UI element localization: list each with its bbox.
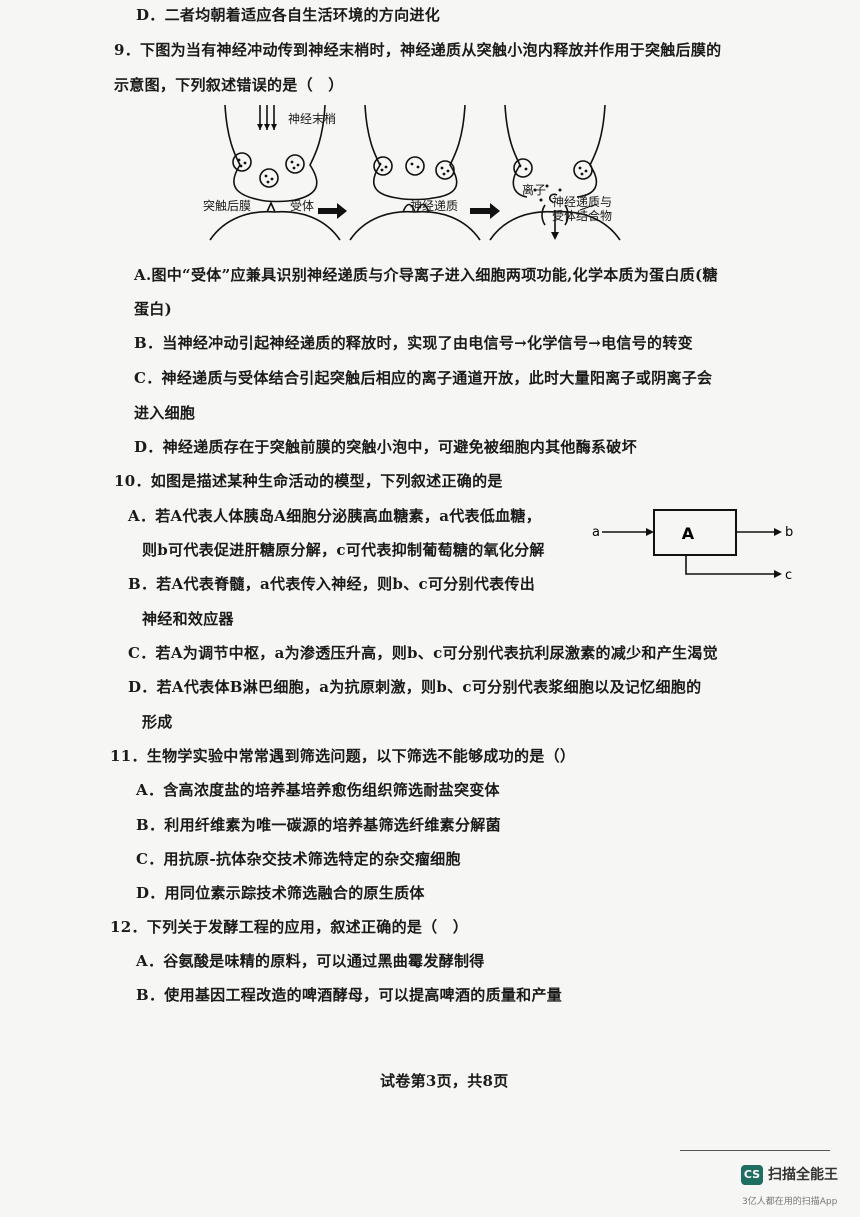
text-line: B．利用纤维素为唯一碳源的培养基筛选纤维素分解菌 (136, 816, 501, 834)
text-line: C．若A为调节中枢，a为渗透压升高，则b、c可分别代表抗利尿激素的减少和产生渴觉 (128, 644, 718, 662)
text-line: B．若A代表脊髓，a代表传入神经，则b、c可分别代表传出 (128, 575, 536, 593)
text-line: B．使用基因工程改造的啤酒酵母，可以提高啤酒的质量和产量 (136, 986, 563, 1004)
label-neurotransmitter: 神经递质 (410, 199, 459, 213)
text-line: C．用抗原-抗体杂交技术筛选特定的杂交瘤细胞 (136, 850, 461, 868)
text-line: C．神经递质与受体结合引起突触后相应的离子通道开放，此时大量阳离子或阴离子会 (134, 369, 713, 387)
label-postsynaptic: 突触后膜 (203, 199, 252, 213)
label-complex-2: 受体结合物 (552, 209, 613, 223)
model-diagram: A a b c (592, 509, 793, 583)
text-line: A.图中“受体”应兼具识别神经递质与介导离子进入细胞两项功能,化学本质为蛋白质(… (134, 266, 718, 284)
text-line: D．二者均朝着适应各自生活环境的方向进化 (136, 6, 441, 24)
label-receptor: 受体 (290, 199, 315, 213)
text-line: 蛋白) (134, 300, 172, 318)
text-line: A．谷氨酸是味精的原料，可以通过黑曲霉发酵制得 (136, 952, 485, 970)
block-label: A (682, 524, 695, 543)
page-footer: 试卷第3页，共8页 (380, 1072, 509, 1090)
text-line: 9．下图为当有神经冲动传到神经末梢时，神经递质从突触小泡内释放并作用于突触后膜的 (114, 41, 722, 59)
text-line: B．当神经冲动引起神经递质的释放时，实现了由电信号→化学信号→电信号的转变 (134, 334, 693, 352)
camscanner-logo-icon: CS (741, 1165, 763, 1185)
text-line: D．用同位素示踪技术筛选融合的原生质体 (136, 884, 425, 902)
text-line: A．若A代表人体胰岛A细胞分泌胰高血糖素，a代表低血糖， (128, 507, 542, 525)
text-line: D．若A代表体B淋巴细胞，a为抗原刺激，则b、c可分别代表浆细胞以及记忆细胞的 (128, 678, 702, 696)
footer-rule (680, 1150, 830, 1151)
output-b-label: b (785, 525, 793, 540)
text-line: 示意图，下列叙述错误的是（ ） (114, 76, 344, 94)
watermark-name: 扫描全能王 (768, 1167, 838, 1183)
text-line: 进入细胞 (134, 404, 196, 422)
label-ion: 离子 (522, 183, 547, 197)
watermark-tagline: 3亿人都在用的扫描App (742, 1197, 838, 1207)
label-nerve-ending: 神经末梢 (288, 112, 337, 126)
text-line: 12．下列关于发酵工程的应用，叙述正确的是（ ） (110, 918, 469, 936)
text-line: A．含高浓度盐的培养基培养愈伤组织筛选耐盐突变体 (136, 781, 500, 799)
input-label: a (592, 525, 600, 540)
text-line: 形成 (142, 713, 173, 731)
output-c-label: c (785, 568, 792, 583)
synapse-diagram (209, 104, 621, 241)
text-line: 11．生物学实验中常常遇到筛选问题，以下筛选不能够成功的是（） (110, 747, 576, 765)
text-line: 则b可代表促进肝糖原分解，c可代表抑制葡萄糖的氧化分解 (142, 541, 545, 559)
text-line: 10．如图是描述某种生命活动的模型，下列叙述正确的是 (114, 472, 503, 490)
label-complex-1: 神经递质与 (552, 195, 613, 209)
text-line: 神经和效应器 (142, 610, 234, 628)
text-line: D．神经递质存在于突触前膜的突触小泡中，可避免被细胞内其他酶系破坏 (134, 438, 637, 456)
